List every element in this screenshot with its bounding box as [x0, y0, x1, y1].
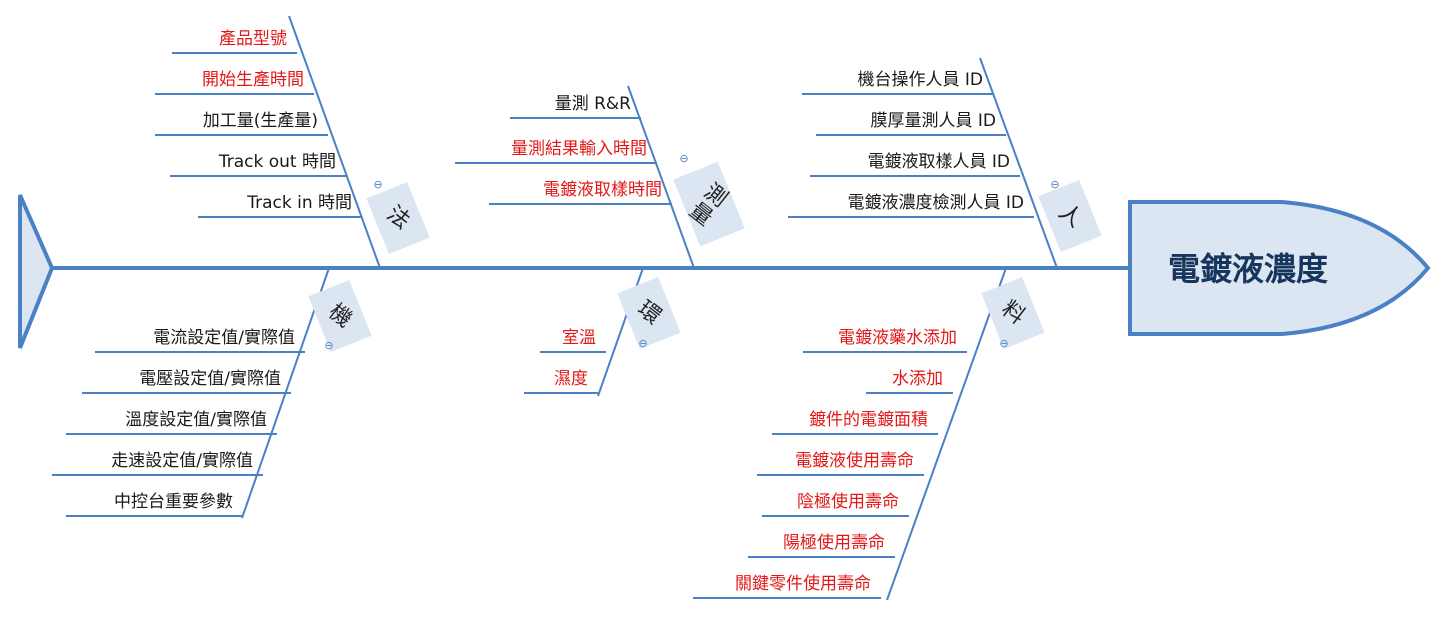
- cause-item[interactable]: 鍍件的電鍍面積: [809, 409, 928, 430]
- category-label-box: [1038, 179, 1102, 253]
- collapse-toggle-icon[interactable]: ⊖: [999, 337, 1008, 350]
- cause-item[interactable]: Track in 時間: [246, 193, 352, 213]
- cause-item[interactable]: 加工量(生產量): [203, 111, 318, 131]
- category-label-box: [308, 279, 372, 353]
- head-layer: 電鍍液濃度: [18, 194, 1431, 349]
- branch-bottom-3: 料⊖ 電鍍液藥水添加水添加鍍件的電鍍面積電鍍液使用壽命陰極使用壽命陽極使用壽命關鍵…: [693, 267, 1045, 601]
- cause-item[interactable]: 機台操作人員 ID: [857, 70, 983, 90]
- category-bone: [288, 15, 381, 269]
- category-label[interactable]: 法: [366, 181, 430, 255]
- cause-item[interactable]: 關鍵零件使用壽命: [735, 573, 871, 594]
- category-label[interactable]: 機: [308, 279, 372, 353]
- branch-bottom-1: 機⊖ 電流設定值/實際值電壓設定值/實際值溫度設定值/實際值走速設定值/實際值中控…: [52, 267, 372, 519]
- cause-item[interactable]: 電鍍液使用壽命: [795, 450, 914, 471]
- category-label[interactable]: 料: [981, 276, 1045, 350]
- cause-item[interactable]: 膜厚量測人員 ID: [870, 111, 996, 131]
- category-label-box: [366, 181, 430, 255]
- cause-item[interactable]: 溫度設定值/實際值: [125, 410, 267, 430]
- cause-item[interactable]: 水添加: [892, 369, 943, 389]
- cause-item[interactable]: 濕度: [554, 369, 588, 389]
- category-label[interactable]: 環: [617, 276, 681, 350]
- cause-item[interactable]: 電鍍液藥水添加: [838, 327, 957, 348]
- cause-item[interactable]: 陽極使用壽命: [783, 532, 885, 553]
- effect-title: 電鍍液濃度: [1168, 250, 1328, 288]
- collapse-toggle-icon[interactable]: ⊖: [638, 337, 647, 350]
- cause-item[interactable]: 中控台重要參數: [114, 492, 233, 512]
- collapse-toggle-icon[interactable]: ⊖: [373, 178, 382, 191]
- cause-item[interactable]: 電鍍液取樣時間: [543, 179, 662, 200]
- cause-item[interactable]: 量測 R&R: [555, 94, 631, 114]
- cause-item[interactable]: 產品型號: [219, 29, 287, 49]
- branch-top-3: 人⊖ 機台操作人員 ID 膜厚量測人員 ID 電鍍液取樣人員 ID 電鍍液濃度檢測人員 …: [788, 57, 1102, 269]
- cause-item[interactable]: 陰極使用壽命: [797, 491, 899, 512]
- category-label-box: [981, 276, 1045, 350]
- category-label-box: [673, 161, 745, 247]
- cause-item[interactable]: 電鍍液取樣人員 ID: [867, 151, 1010, 172]
- cause-item[interactable]: 開始生產時間: [202, 70, 304, 90]
- cause-item[interactable]: 室溫: [562, 328, 596, 348]
- fish-tail: [18, 194, 55, 349]
- cause-item[interactable]: Track out 時間: [218, 152, 336, 172]
- category-bone: [627, 85, 695, 269]
- cause-item[interactable]: 電壓設定值/實際值: [139, 369, 281, 389]
- cause-item[interactable]: 走速設定值/實際值: [111, 451, 253, 471]
- category-label-box: [617, 276, 681, 350]
- collapse-toggle-icon[interactable]: ⊖: [679, 152, 688, 165]
- collapse-toggle-icon[interactable]: ⊖: [1050, 178, 1059, 191]
- category-label[interactable]: 人: [1038, 179, 1102, 253]
- category-bone: [886, 267, 1007, 601]
- cause-item[interactable]: 電流設定值/實際值: [153, 328, 295, 348]
- fish-head[interactable]: [1128, 200, 1431, 336]
- collapse-toggle-icon[interactable]: ⊖: [324, 339, 333, 352]
- cause-item[interactable]: 電鍍液濃度檢測人員 ID: [847, 192, 1024, 213]
- cause-item[interactable]: 量測結果輸入時間: [511, 139, 647, 159]
